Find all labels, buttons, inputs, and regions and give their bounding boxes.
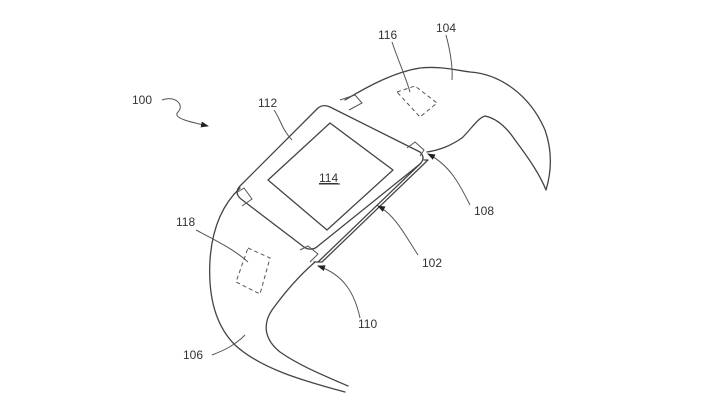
sensor-lower-dashed: [235, 247, 271, 295]
label-104: 104: [436, 21, 456, 35]
label-110: 110: [358, 317, 377, 331]
label-108: 108: [474, 204, 494, 218]
label-102: 102: [422, 256, 442, 270]
case-side-edge: [313, 159, 429, 263]
leader-116: [391, 41, 411, 93]
lug-lower-right: [299, 245, 319, 263]
leader-106: [211, 334, 246, 356]
leader-108: [427, 153, 471, 206]
leader-118: [195, 229, 249, 263]
leader-110: [317, 265, 361, 319]
lug-lower-left: [235, 187, 253, 207]
display: [267, 122, 394, 231]
label-118: 118: [176, 215, 195, 229]
lower-band: [209, 187, 349, 393]
sensor-upper-dashed: [396, 85, 438, 118]
lug-upper-right: [406, 141, 425, 157]
leader-104: [445, 34, 453, 81]
label-106: 106: [183, 348, 203, 362]
watch-case: [236, 104, 424, 250]
upper-band: [344, 66, 552, 191]
label-114: 114: [319, 171, 338, 185]
leader-100: [161, 98, 209, 128]
lug-upper-left: [339, 94, 363, 111]
label-112: 112: [258, 96, 277, 110]
leader-112: [273, 109, 293, 141]
label-116: 116: [378, 28, 397, 42]
label-100: 100: [132, 93, 152, 107]
leader-102: [377, 205, 419, 256]
